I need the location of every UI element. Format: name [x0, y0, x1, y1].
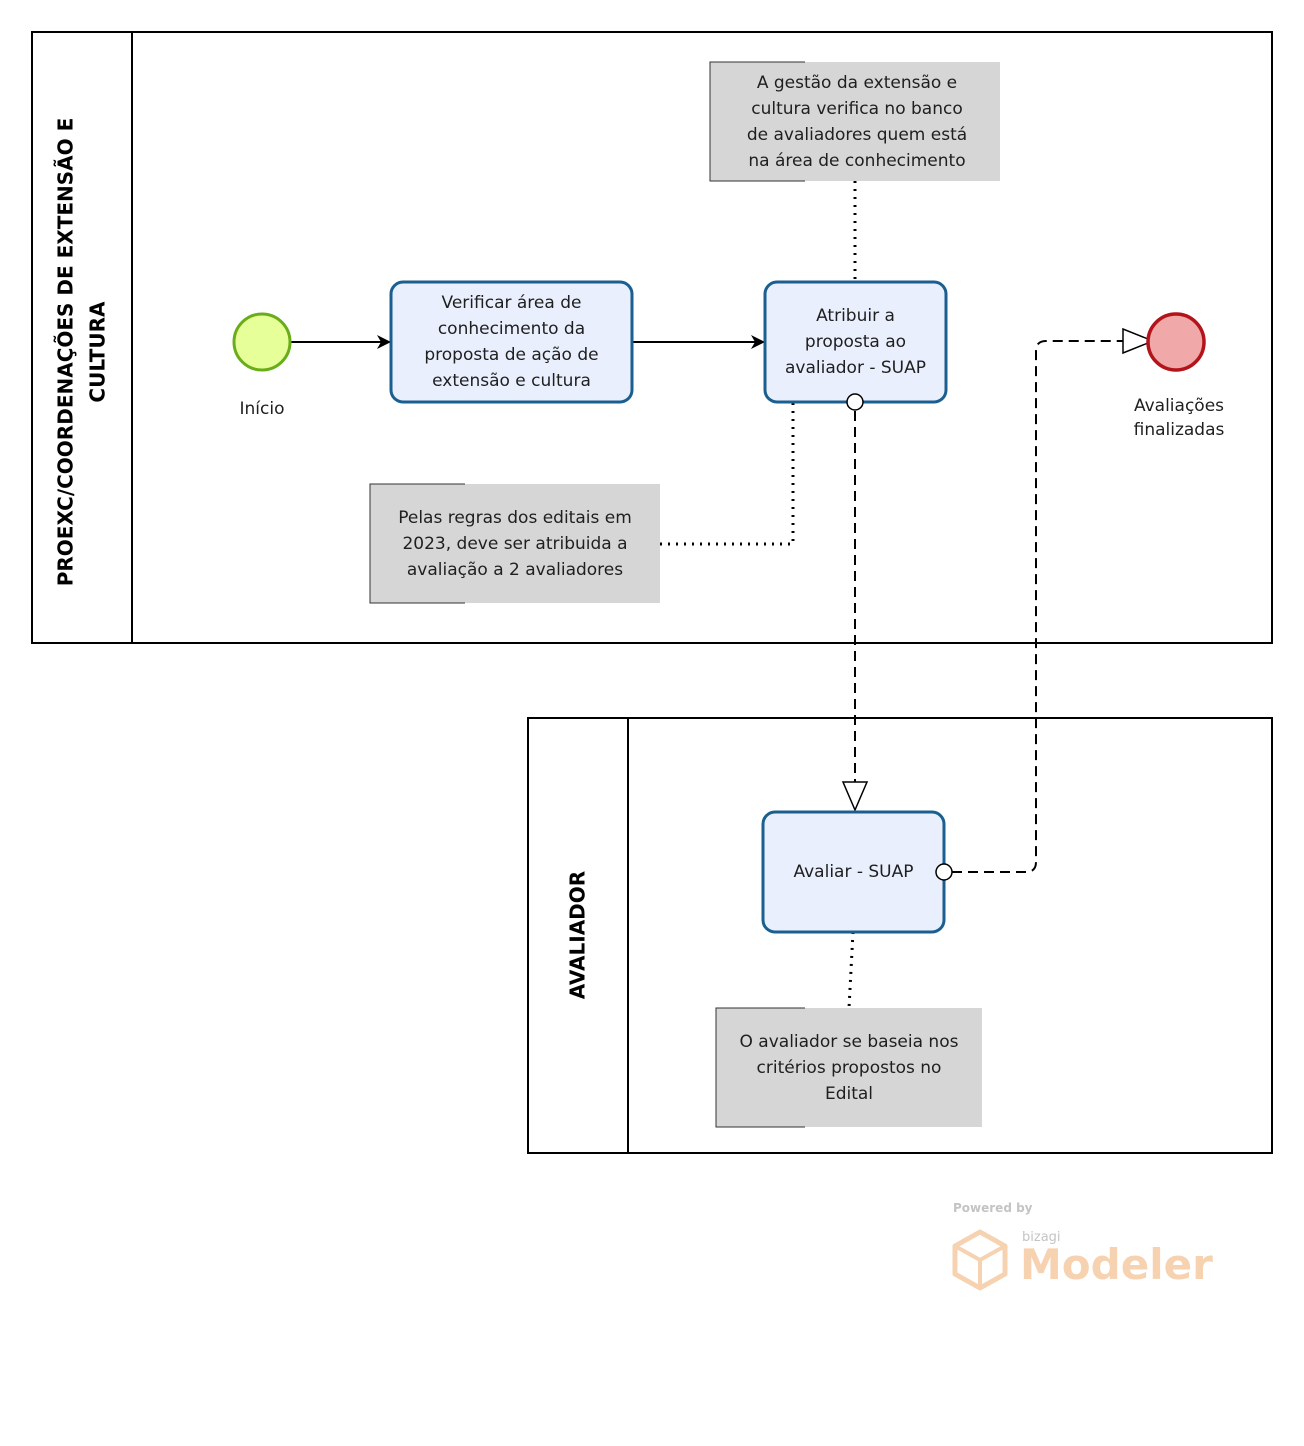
start-event[interactable]	[232, 312, 292, 372]
task-label-avaliar: Avaliar - SUAP	[793, 862, 914, 882]
message-start-marker-avaliar	[935, 863, 953, 881]
message-flow-atribuir-avaliar	[841, 411, 869, 812]
end-event[interactable]	[1146, 312, 1206, 372]
annotation-gestao	[709, 61, 1000, 182]
powered-by-text: Powered by	[953, 1201, 1033, 1215]
annotation-text-criterios: O avaliador se baseia nos critérios prop…	[739, 1031, 959, 1104]
bizagi-text: bizagi	[1022, 1230, 1061, 1245]
task-label-atribuir: Atribuir a proposta ao avaliador - SUAP	[785, 306, 926, 378]
pool-title-proexc: PROEXC/COORDENAÇÕES DE EXTENSÃO E CULTUR…	[53, 117, 110, 587]
start-event-label: Início	[239, 399, 285, 419]
task-verificar[interactable]	[389, 280, 634, 404]
annotation-criterios	[715, 1007, 982, 1128]
modeler-text: Modeler	[1020, 1240, 1213, 1289]
annotation-regras	[369, 483, 660, 604]
annotation-text-gestao: A gestão da extensão e cultura verifica …	[746, 72, 968, 171]
pool-title-avaliador: AVALIADOR	[565, 870, 590, 1000]
end-event-label: Avaliações finalizadas	[1133, 396, 1225, 440]
bizagi-logo-icon	[952, 1229, 1008, 1291]
task-label-verificar: Verificar área de conhecimento da propos…	[424, 293, 599, 391]
annotation-text-regras: Pelas regras dos editais em 2023, deve s…	[398, 507, 632, 580]
message-start-marker-atribuir	[846, 393, 864, 411]
message-flow-avaliar-end	[952, 327, 1156, 873]
